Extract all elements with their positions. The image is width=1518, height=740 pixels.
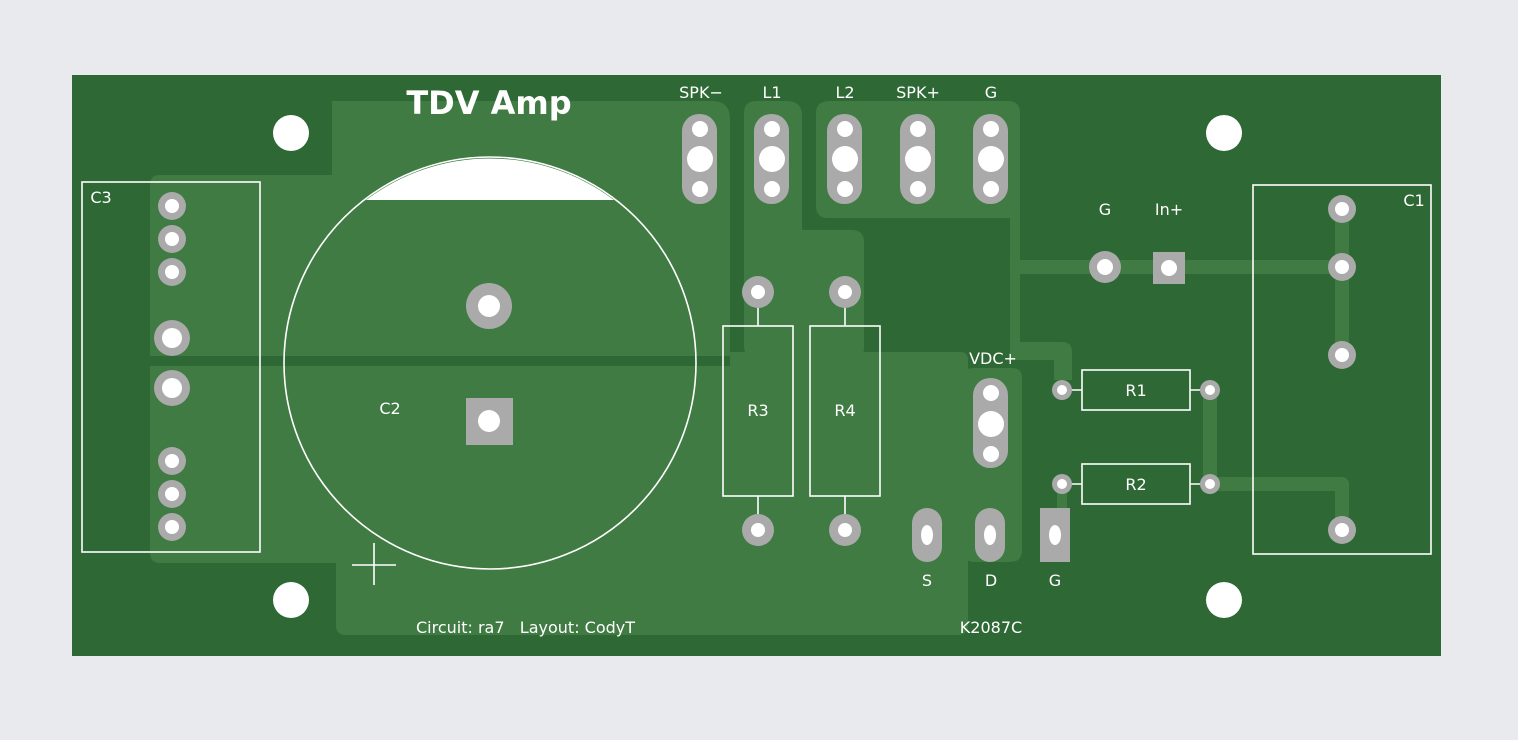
trace-r2-c1 (1203, 477, 1349, 537)
pad-vdc-plus (973, 378, 1008, 468)
label-vdc-plus: VDC+ (969, 349, 1017, 368)
pour-gap (150, 356, 730, 366)
pads (154, 114, 1356, 562)
label-c1: C1 (1403, 191, 1424, 210)
label-g-top: G (985, 83, 997, 102)
label-r2: R2 (1125, 475, 1146, 494)
pad-c3 (154, 192, 190, 541)
c2-outline (283, 156, 697, 570)
board-title: TDV Amp (406, 84, 571, 122)
pad-spk-plus (900, 114, 935, 204)
label-c3: C3 (90, 188, 111, 207)
pad-r2 (1052, 474, 1220, 494)
label-r4: R4 (834, 401, 855, 420)
label-l2: L2 (835, 83, 854, 102)
silkscreen-text: TDV Amp SPK− L1 L2 SPK+ G G In+ VDC+ S D… (90, 83, 1424, 637)
pad-spk-minus (682, 114, 717, 204)
c3-outline (81, 181, 261, 553)
pad-l2 (827, 114, 862, 204)
board-part-number: K2087C (960, 618, 1022, 637)
pad-fet-s (912, 508, 942, 562)
pad-c1 (1328, 195, 1356, 544)
c1-outline (1252, 184, 1432, 555)
copper-pour-main (150, 101, 968, 635)
mounting-hole-icon (1206, 115, 1242, 151)
c2-plus-mark-icon (352, 543, 396, 585)
label-in-plus: In+ (1155, 200, 1183, 219)
label-fet-g: G (1049, 571, 1061, 590)
label-l1: L1 (762, 83, 781, 102)
pad-r3 (742, 276, 774, 546)
mounting-hole-icon (273, 115, 309, 151)
label-c2: C2 (379, 399, 400, 418)
pad-r1 (1052, 380, 1220, 400)
label-g-input: G (1099, 200, 1111, 219)
pad-fet-g (1040, 508, 1070, 562)
label-spk-plus: SPK+ (896, 83, 940, 102)
board-credits: Circuit: ra7 Layout: CodyT (416, 618, 635, 637)
mounting-hole-icon (273, 582, 309, 618)
pad-l1 (754, 114, 789, 204)
c2-polarity-band (366, 158, 614, 200)
mounting-hole-icon (1206, 582, 1242, 618)
pad-fet-d (975, 508, 1005, 562)
label-r1: R1 (1125, 381, 1146, 400)
mounting-holes (273, 115, 1242, 618)
label-fet-d: D (985, 571, 997, 590)
pad-c2 (466, 283, 513, 445)
pad-g-top (973, 114, 1008, 204)
label-r3: R3 (747, 401, 768, 420)
pad-r4 (829, 276, 861, 546)
label-spk-minus: SPK− (679, 83, 723, 102)
pad-input-g (1089, 251, 1121, 283)
label-fet-s: S (922, 571, 932, 590)
pad-input-plus (1153, 252, 1185, 284)
